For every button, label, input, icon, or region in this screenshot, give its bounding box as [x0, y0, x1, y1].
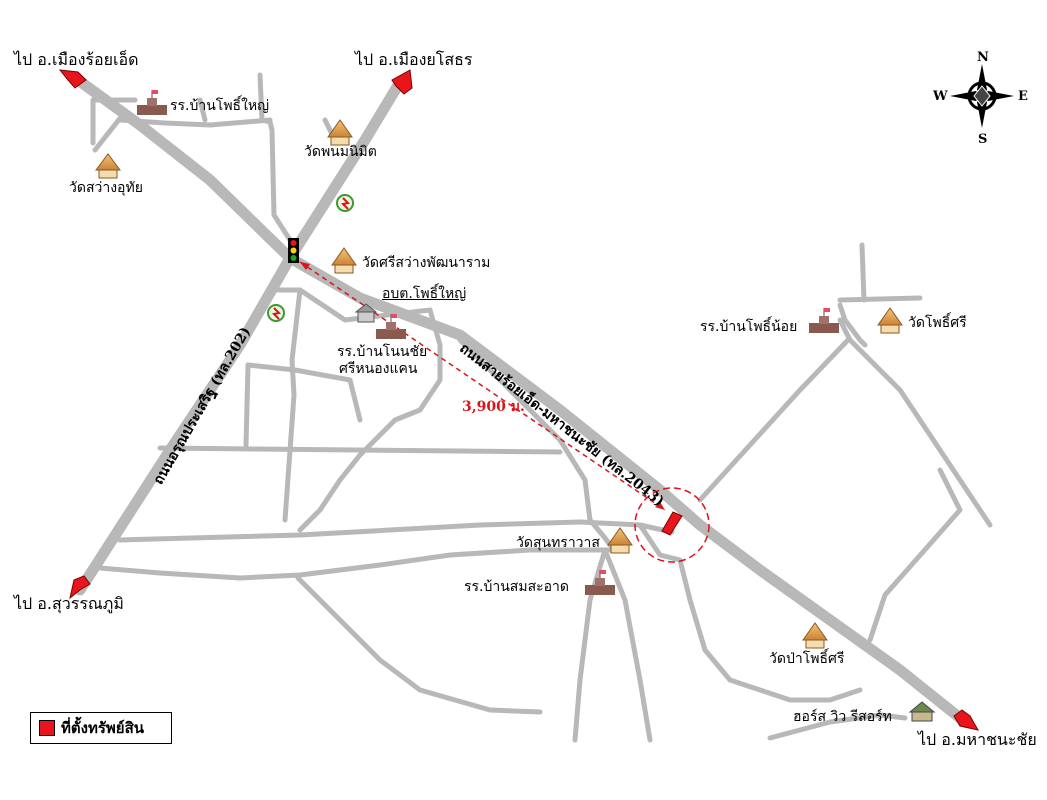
label-wat-phon-mimit: วัดพนมนิมิต	[304, 144, 377, 160]
gas-station-icon	[267, 304, 285, 322]
distance-label: 3,900 ม.	[462, 399, 525, 415]
property-location-icon	[661, 511, 683, 536]
compass-east: E	[1018, 89, 1028, 104]
school-icon	[137, 90, 167, 115]
gas-station-icon	[336, 194, 354, 212]
arrow-yasothon-icon	[391, 69, 413, 95]
temple-icon	[877, 307, 903, 334]
temple-icon	[95, 153, 121, 179]
label-wat-pa-pho-si: วัดป่าโพธิ์ศรี	[769, 651, 845, 667]
destination-arrows	[58, 69, 979, 731]
label-wat-si-sawang: วัดศรีสว่างพัฒนาราม	[362, 255, 491, 271]
label-school-non-chai: รร.บ้านโนนชัย	[337, 344, 428, 360]
school-icon	[809, 308, 839, 333]
main-roads	[72, 74, 971, 728]
temple-icon	[802, 622, 828, 649]
school-icon	[585, 570, 615, 595]
minor-roads	[90, 72, 993, 743]
legend-label: ที่ตั้งทรัพย์สิน	[61, 719, 144, 737]
arrow-suwannaphum-icon	[69, 575, 91, 600]
traffic-light-icon	[288, 238, 299, 263]
destination-yasothon: ไป อ.เมืองยโสธร	[355, 50, 473, 69]
label-wat-sunthrawat: วัดสุนทราวาส	[516, 535, 600, 551]
label-wat-sawang-uthai: วัดสว่างอุทัย	[69, 180, 143, 196]
label-school-pho-noi: รร.บ้านโพธิ์น้อย	[700, 319, 798, 335]
compass-north: N	[977, 50, 989, 65]
arrow-roi-et-icon	[58, 69, 87, 89]
office-icon	[354, 303, 378, 323]
resort-icon	[908, 701, 936, 722]
label-wat-pho-si: วัดโพธิ์ศรี	[908, 315, 967, 331]
label-tao-pho-yai: อบต.โพธิ์ใหญ่	[382, 286, 467, 302]
temple-icon	[327, 119, 353, 146]
legend: ที่ตั้งทรัพย์สิน	[30, 712, 172, 744]
destination-roi-et: ไป อ.เมืองร้อยเอ็ด	[14, 50, 139, 69]
label-school-som-sa-at: รร.บ้านสมสะอาด	[464, 579, 570, 595]
compass-rose-icon	[950, 64, 1014, 128]
compass-south: S	[978, 132, 988, 147]
temple-icon	[331, 247, 357, 274]
legend-swatch-icon	[39, 720, 55, 736]
label-school-pho-yai: รร.บ้านโพธิ์ใหญ่	[170, 98, 270, 114]
destination-suwannaphum: ไป อ.สุวรรณภูมิ	[14, 594, 124, 613]
label-horse-view-resort: ฮอร์ส วิว รีสอร์ท	[793, 709, 892, 725]
temple-icon	[607, 527, 633, 554]
label-school-non-chai-2: ศรีหนองแคน	[339, 361, 418, 377]
school-icon	[376, 314, 406, 339]
compass-west: W	[933, 89, 948, 104]
destination-maha-chana-chai: ไป อ.มหาชนะชัย	[918, 730, 1037, 749]
arrow-maha-chana-chai-icon	[953, 709, 979, 731]
distance-marker	[299, 261, 710, 563]
